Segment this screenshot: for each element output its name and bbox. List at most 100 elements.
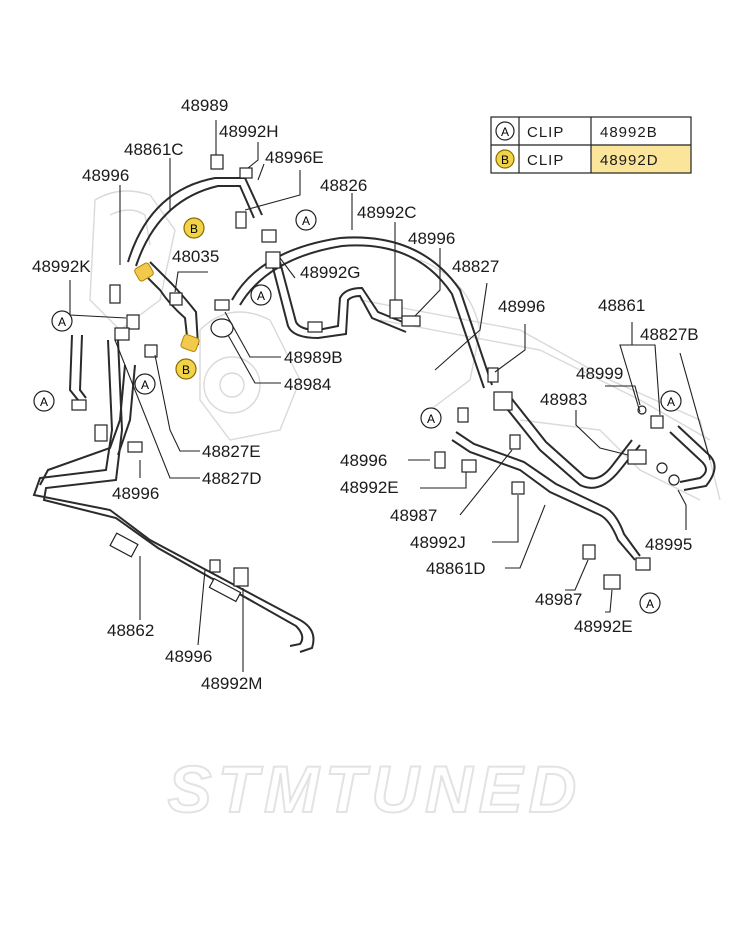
spring-clamp-icon [180,334,200,352]
part-label: 48827D [202,469,262,488]
svg-text:A: A [427,412,435,426]
bolt-icon [127,441,143,453]
part-label: 48996 [82,166,129,185]
part-labels: 48989 48992H 48861C 48996E 48996 48826 4… [32,96,699,693]
part-label: 48996 [112,484,159,503]
cap-48989 [210,154,224,170]
clip-markers: A A A A A A A A B B [33,209,682,614]
svg-text:A: A [667,395,675,409]
part-label: 48999 [576,364,623,383]
part-label: 48992J [410,533,466,552]
fittings [71,154,680,590]
svg-text:A: A [501,125,509,139]
part-label: 48989 [181,96,228,115]
union-48983 [627,449,647,465]
bolt-icon [401,315,421,327]
part-label: 48996 [498,297,545,316]
union-48989b [214,299,230,311]
legend-type: CLIP [527,152,564,169]
svg-text:A: A [257,289,265,303]
clip-a-marker-icon: A [639,592,661,614]
svg-text:A: A [58,315,66,329]
part-label: 48861 [598,296,645,315]
hose-clamp-icon [261,229,277,243]
bolt-icon [235,211,247,229]
clip-a-marker-icon: A [134,373,156,395]
part-label: 48996 [408,229,455,248]
clip-legend-table: A CLIP 48992B B CLIP 48992D [490,116,692,174]
watermark: STMTUNED [167,751,583,827]
part-label: 48996 [165,647,212,666]
bracket-icon [94,424,108,442]
clip-a-marker-icon: A [250,284,272,306]
part-label: 48996E [265,148,324,167]
svg-text:A: A [646,597,654,611]
clamp-48992e [603,574,621,590]
clamp-48992k [126,314,140,330]
clip-a-marker-icon: A [51,310,73,332]
bolt-icon [457,407,469,423]
part-label: 48826 [320,176,367,195]
part-label: 48992M [201,674,262,693]
fitting-48861 [650,415,664,429]
svg-text:A: A [141,378,149,392]
bolt-icon [582,544,596,560]
part-label: 48987 [390,506,437,525]
hose-clamp-icon [169,292,183,306]
watermark-text: STMTUNED [168,752,583,826]
clamp-48992e [461,459,477,473]
bolt-icon [109,284,121,304]
hose-clamp-icon [144,344,158,358]
clip-b-marker-icon: B [183,217,205,239]
part-label: 48992C [357,203,417,222]
clip-a-marker-icon: A [420,407,442,429]
clip-b-marker-icon: B [175,358,197,380]
svg-text:A: A [302,214,310,228]
legend-part-number: 48992D [600,152,659,169]
part-label: 48992K [32,257,91,276]
part-label: 48983 [540,390,587,409]
hose-clamp-icon [265,251,281,269]
spring-clamp-icon [134,262,154,282]
part-label: 48992E [574,617,633,636]
bolt-icon [509,434,521,450]
legend-type: CLIP [527,124,564,141]
legend-highlight-cell [591,145,691,173]
part-label: 48827E [202,442,261,461]
part-label: 48862 [107,621,154,640]
svg-text:B: B [182,363,190,377]
hose-clamp-icon [635,557,651,571]
svg-text:B: B [190,222,198,236]
part-label: 48992H [219,122,279,141]
clip-48992c [389,299,403,319]
part-label: 48035 [172,247,219,266]
part-label: 48827 [452,257,499,276]
legend-row-b: B CLIP 48992D [495,149,659,169]
part-label: 48996 [340,451,387,470]
clamp-48992j [511,481,525,495]
bolt-icon [487,367,499,383]
clip-a-marker-icon: A [295,209,317,231]
legend-row-a: A CLIP 48992B [495,121,658,141]
part-label: 48992E [340,478,399,497]
part-label: 48989B [284,348,343,367]
clip-b-marker-icon [495,149,515,169]
hoses-and-pipes [32,177,716,653]
bushing-48984 [210,318,234,338]
washer-icon [668,474,680,486]
washer-icon [656,462,668,474]
legend-part-number: 48992B [600,124,658,141]
part-label: 48861D [426,559,486,578]
clip-a-marker-icon [495,121,515,141]
leader-lines [69,120,711,672]
svg-text:B: B [501,153,509,167]
clip-a-marker-icon: A [660,390,682,412]
bracket-icon [493,391,513,411]
clamp-48992m [233,567,249,587]
hose-clamp-icon [307,321,323,333]
part-label: 48995 [645,535,692,554]
hose-clamp-icon [114,327,130,341]
part-label: 48861C [124,140,184,159]
part-label: 48992G [300,263,361,282]
